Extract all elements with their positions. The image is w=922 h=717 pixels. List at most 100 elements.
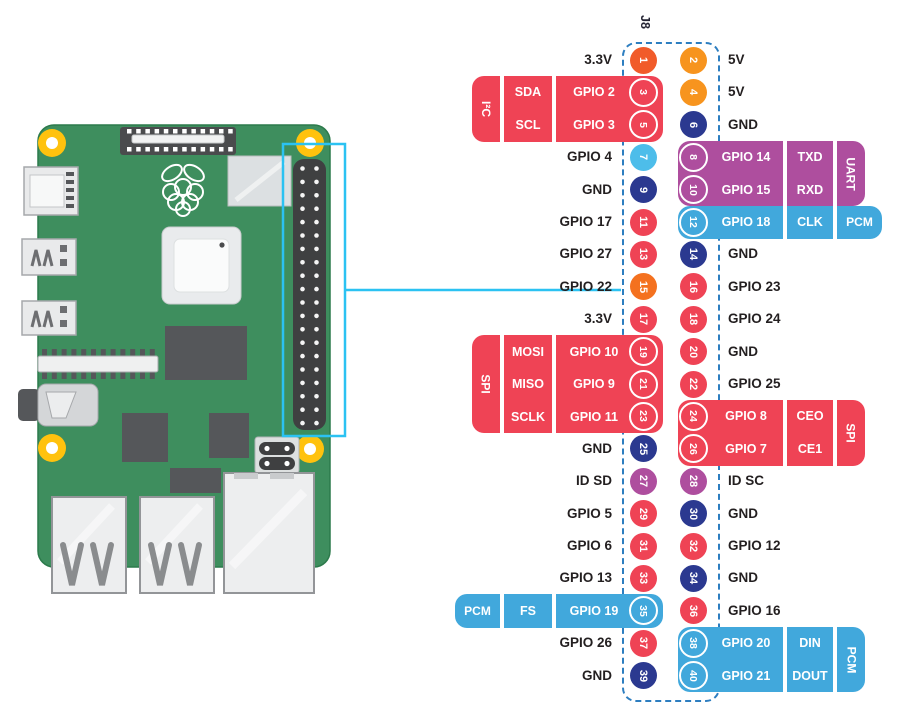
signal-label: CEO bbox=[796, 409, 824, 424]
gpio-name: GPIO 10 bbox=[569, 344, 619, 359]
group-label-i2c-left: I²C bbox=[472, 76, 500, 142]
pin-40: 40 bbox=[678, 661, 708, 691]
pin-9: 9 bbox=[629, 176, 657, 204]
display-connector bbox=[37, 349, 159, 379]
pin-37: 37 bbox=[629, 629, 657, 657]
pin-24: 24 bbox=[678, 401, 708, 431]
gpio-header bbox=[293, 159, 326, 430]
pin-8: 8 bbox=[678, 142, 708, 172]
name-row-21: GPIO 9 bbox=[556, 368, 663, 401]
gpio-name: GPIO 15 bbox=[721, 182, 771, 197]
signal-cell-pcm-left: FS bbox=[504, 594, 552, 628]
pin-22-label: GPIO 25 bbox=[728, 376, 781, 391]
pin-5: 5 bbox=[628, 110, 658, 140]
pin-33: 33 bbox=[629, 564, 657, 592]
signal-label: SCL bbox=[515, 118, 541, 133]
pin-29-label: GPIO 5 bbox=[566, 505, 612, 521]
pin-26: 26 bbox=[678, 434, 708, 464]
pin-37-label: GPIO 26 bbox=[559, 635, 612, 651]
audio-jack bbox=[18, 383, 99, 427]
gpio-name: GPIO 8 bbox=[725, 409, 767, 424]
signal-cell-pcm-right-clk: CLK bbox=[787, 205, 833, 239]
name-row-23: GPIO 11 bbox=[556, 401, 663, 434]
pin-18-label: GPIO 24 bbox=[728, 311, 781, 327]
signal-cell-i2c-left: SDA SCL bbox=[504, 76, 552, 142]
signal-cell-spi-right: CEO CE1 bbox=[787, 400, 833, 466]
gpio-name: GPIO 9 bbox=[573, 377, 615, 392]
pin-20: 20 bbox=[679, 338, 707, 366]
pin-14: 14 bbox=[679, 240, 707, 268]
name-row-35: GPIO 19 bbox=[556, 594, 663, 627]
signal-label: MOSI bbox=[512, 344, 544, 359]
pin-32-label: GPIO 12 bbox=[728, 538, 781, 553]
pin-6-label: GND bbox=[728, 116, 758, 132]
gpio-name: GPIO 19 bbox=[569, 603, 619, 618]
pin-7-label: GPIO 4 bbox=[566, 149, 612, 165]
signal-label: SDA bbox=[514, 85, 542, 100]
pin-39-label: GND bbox=[582, 667, 612, 683]
pin-32: 32 bbox=[679, 532, 707, 560]
gpio-name: GPIO 21 bbox=[721, 668, 771, 683]
signal-5: SCL bbox=[504, 109, 552, 142]
pin-17: 17 bbox=[629, 305, 657, 333]
signal-35: FS bbox=[504, 594, 552, 627]
group-label-pcm-right-bottom: PCM bbox=[837, 626, 865, 693]
name-row-19: GPIO 10 bbox=[556, 335, 663, 368]
pin-2-label: 5V bbox=[728, 52, 745, 67]
gpio-name: GPIO 18 bbox=[721, 215, 771, 230]
pin-17-label: 3.3V bbox=[584, 311, 612, 327]
pin-30-label: GND bbox=[728, 505, 758, 521]
pin-11: 11 bbox=[629, 208, 657, 236]
name-row-12: GPIO 18 bbox=[678, 206, 783, 239]
pin-13: 13 bbox=[629, 240, 657, 268]
pin-2: 2 bbox=[679, 46, 707, 74]
pin-11-label: GPIO 17 bbox=[559, 214, 612, 229]
gpio-name: GPIO 14 bbox=[721, 150, 771, 165]
pin-1: 1 bbox=[629, 46, 657, 74]
group-label-pcm-left: PCM bbox=[455, 594, 500, 628]
raspberry-logo bbox=[161, 163, 205, 217]
usb-c-port bbox=[21, 238, 77, 276]
gpio-name: GPIO 3 bbox=[573, 118, 615, 133]
usb-port-2 bbox=[139, 496, 215, 594]
soc-chip bbox=[161, 226, 242, 305]
signal-label: SCLK bbox=[510, 409, 546, 424]
signal-12: CLK bbox=[787, 206, 833, 239]
signal-38: DIN bbox=[787, 627, 833, 660]
pin-38: 38 bbox=[678, 628, 708, 658]
name-row-38: GPIO 20 bbox=[678, 627, 783, 660]
name-row-5: GPIO 3 bbox=[556, 109, 663, 142]
signal-23: SCLK bbox=[504, 401, 552, 434]
pin-23: 23 bbox=[628, 401, 658, 431]
pin-20-label: GND bbox=[728, 343, 758, 359]
ram-chip bbox=[165, 326, 247, 380]
micro-hdmi-port bbox=[21, 300, 77, 336]
pin-3: 3 bbox=[628, 77, 658, 107]
signal-label: DIN bbox=[799, 636, 821, 651]
pin-1-label: 3.3V bbox=[584, 52, 612, 67]
group-label-uart-right: UART bbox=[837, 140, 865, 207]
mounting-holes bbox=[38, 129, 324, 463]
signal-26: CE1 bbox=[787, 433, 833, 466]
signal-3: SDA bbox=[504, 76, 552, 109]
camera-connector bbox=[120, 127, 236, 155]
signal-19: MOSI bbox=[504, 335, 552, 368]
pin-39: 39 bbox=[629, 662, 657, 690]
name-row-3: GPIO 2 bbox=[556, 76, 663, 109]
name-row-24: GPIO 8 bbox=[678, 400, 783, 433]
chip-small-1 bbox=[122, 413, 168, 462]
pin-19: 19 bbox=[628, 337, 658, 367]
signal-24: CEO bbox=[787, 400, 833, 433]
pin-36-label: GPIO 16 bbox=[728, 602, 781, 618]
jumper-header bbox=[254, 436, 300, 474]
pin-7: 7 bbox=[629, 143, 657, 171]
pin-31-label: GPIO 6 bbox=[566, 538, 612, 553]
name-row-26: GPIO 7 bbox=[678, 433, 783, 466]
usb-port-1 bbox=[51, 496, 127, 594]
